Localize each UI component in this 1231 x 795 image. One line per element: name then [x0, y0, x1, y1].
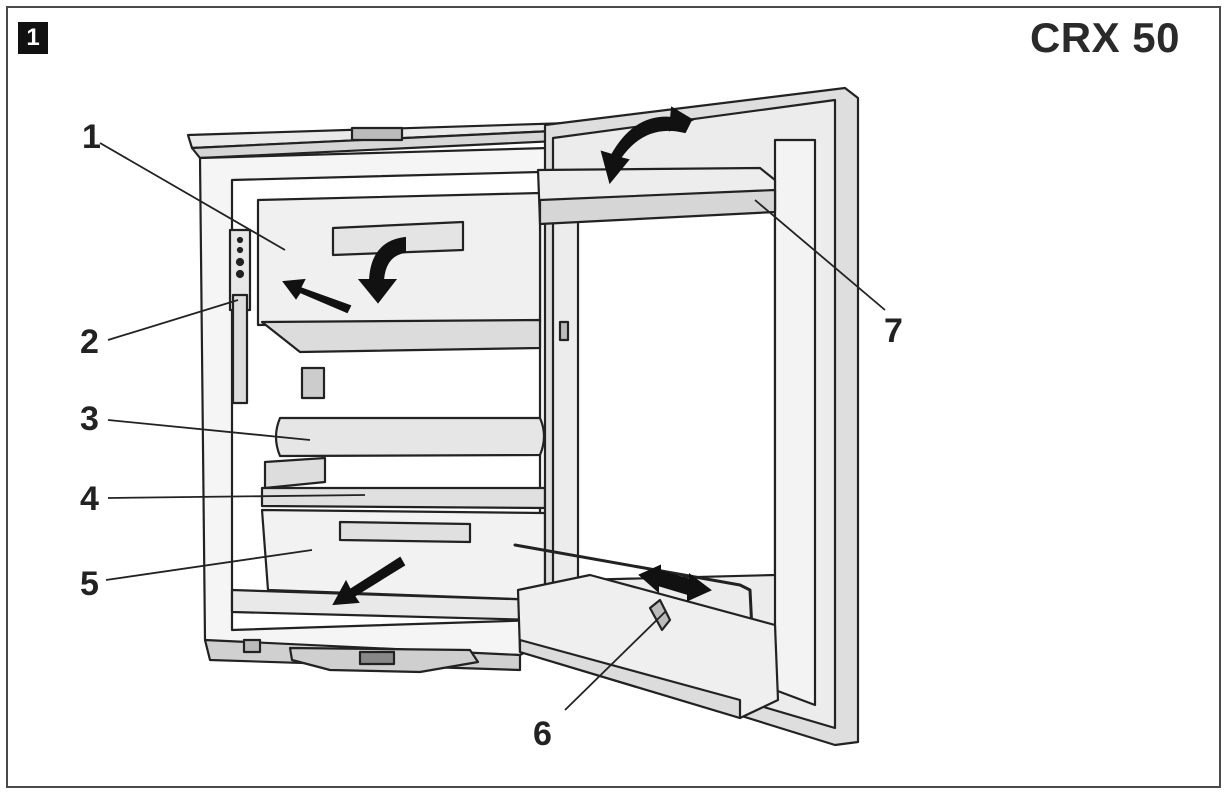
drawer-handle: [338, 520, 472, 544]
drawer-pull-arrow-icon: [332, 556, 406, 606]
callout-5: 5: [80, 565, 99, 603]
callout-2: 2: [80, 323, 99, 361]
figure-number-badge: 1: [18, 22, 48, 54]
vent: [300, 366, 326, 400]
callout-3: 3: [80, 400, 99, 438]
top-hinge: [350, 126, 404, 142]
divider-slide-arrow-icon: [638, 564, 712, 602]
callout-4: 4: [80, 480, 99, 518]
bottle-rack-rail: [513, 543, 754, 632]
door-latch: [558, 320, 570, 342]
door-top-shelf-front: [538, 188, 777, 226]
door-liner-right: [773, 138, 817, 707]
bottle-rack-bin-front: [518, 638, 742, 720]
base-foot: [358, 650, 396, 666]
door-inner: [576, 204, 777, 582]
callout-6: 6: [533, 715, 552, 753]
left-foot: [242, 638, 262, 654]
movement-arrows: [282, 106, 712, 606]
shelf-lower: [260, 486, 547, 510]
leader-lines: [99, 142, 886, 711]
callout-7: 7: [884, 312, 903, 350]
side-rail: [263, 456, 327, 490]
bottle-divider: [648, 598, 672, 632]
freezer-lower-lip: [260, 318, 542, 354]
freezer-pull-arrow-icon: [282, 278, 352, 314]
shelf-upper: [274, 416, 546, 458]
freezer-flap-arrow-icon: [357, 236, 406, 304]
control-slot: [231, 293, 249, 405]
freezer-compartment: [256, 191, 542, 327]
callout-1: 1: [82, 118, 101, 156]
model-title: CRX 50: [1029, 14, 1180, 61]
